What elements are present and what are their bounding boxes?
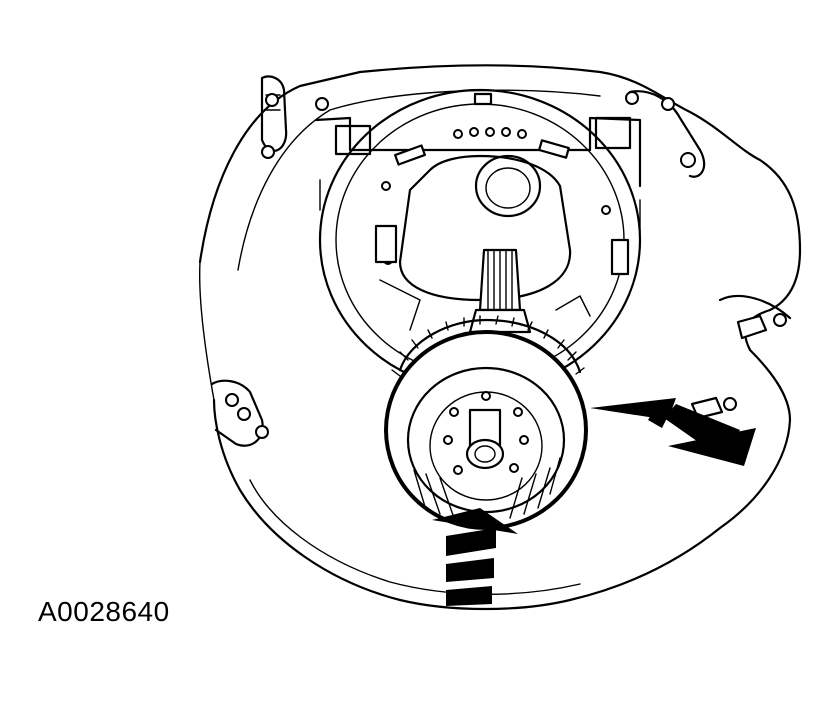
bolt-holes [225,91,787,439]
triple-arrow-up-icon [432,508,518,606]
triple-arrow-left-icon [590,398,756,466]
gear-ring-assembly [384,315,588,530]
figure-code-label: A0028640 [38,596,170,627]
